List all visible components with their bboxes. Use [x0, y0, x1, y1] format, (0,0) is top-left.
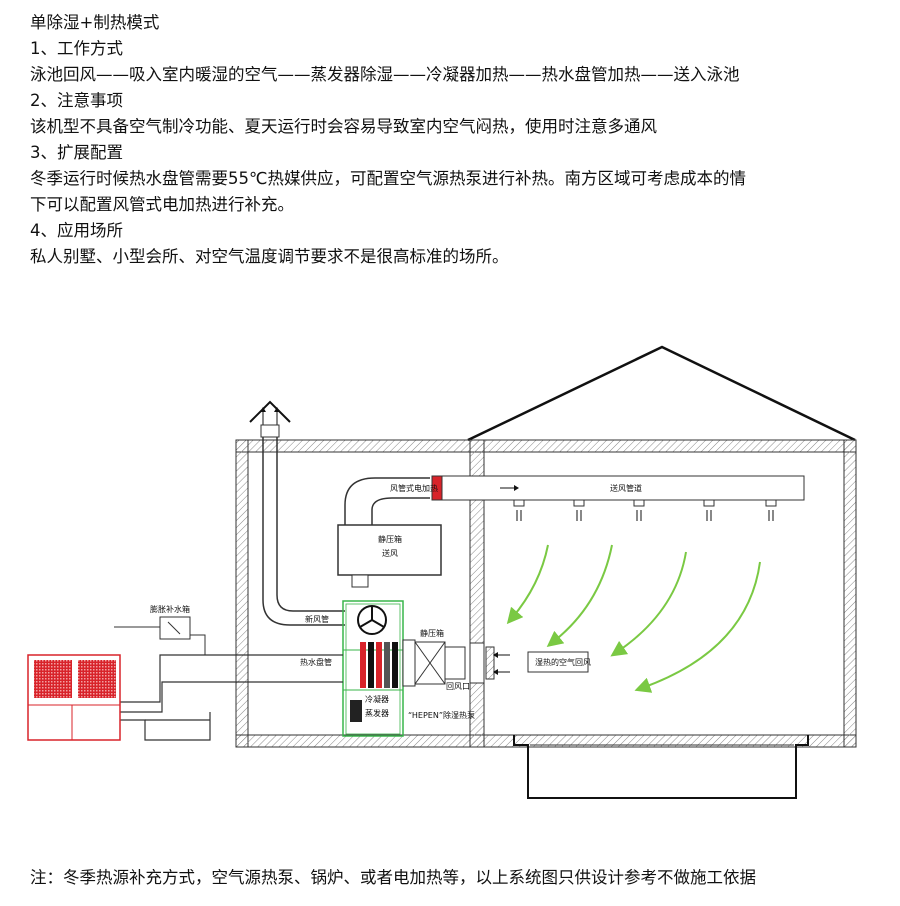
section-heading: 3、扩展配置	[30, 143, 123, 162]
air-source-heat-pump	[27, 654, 121, 741]
section-body: 冬季运行时候热水盘管需要55℃热媒供应，可配置空气源热泵进行补热。南方区域可考虑…	[30, 169, 747, 188]
section-body: 下可以配置风管式电加热进行补充。	[30, 195, 294, 214]
supply-duct-label: 送风管道	[610, 483, 642, 493]
section-heading: 4、应用场所	[30, 221, 123, 240]
supply-duct	[344, 475, 805, 525]
description-text: 单除湿+制热模式 1、工作方式 泳池回风——吸入室内暖湿的空气——蒸发器除湿——…	[30, 10, 890, 270]
exhaust-stack	[249, 400, 345, 626]
plenum-side-label: 静压箱	[420, 628, 444, 638]
condenser-label: 冷凝器	[365, 694, 389, 704]
evaporator-label: 蒸发器	[365, 708, 389, 718]
side-plenum	[402, 639, 466, 687]
return-port-label: 回风口	[446, 682, 470, 691]
fresh-air-duct-label: 新风管	[305, 614, 329, 624]
roof	[467, 345, 856, 442]
unit-name-label: “HEPEN”除湿热泵	[408, 710, 475, 720]
section-body: 泳池回风——吸入室内暖湿的空气——蒸发器除湿——冷凝器加热——热水盘管加热——送…	[30, 65, 740, 84]
airflow-arrows	[506, 544, 761, 693]
plenum-top	[337, 524, 442, 576]
return-air-label: 湿热的空气回风	[535, 657, 591, 667]
pool-basin	[513, 735, 809, 799]
piping	[120, 654, 343, 741]
section-heading: 2、注意事项	[30, 91, 123, 110]
footnote: 注：冬季热源补充方式，空气源热泵、锅炉、或者电加热等，以上系统图只供设计参考不做…	[30, 868, 756, 887]
page-title: 单除湿+制热模式	[30, 13, 160, 32]
expansion-tank-label: 膨胀补水箱	[150, 604, 190, 614]
hot-water-coil-label: 热水盘管	[300, 657, 332, 667]
return-grille	[485, 646, 589, 680]
plenum-top-label: 静压箱	[378, 534, 402, 544]
building-walls	[235, 439, 857, 748]
plenum-top-sub-label: 送风	[382, 548, 398, 558]
section-body: 该机型不具备空气制冷功能、夏天运行时会容易导致室内空气闷热，使用时注意多通风	[30, 117, 657, 136]
duct-heater-label: 风管式电加热	[390, 483, 438, 493]
expansion-tank	[114, 616, 206, 655]
section-heading: 1、工作方式	[30, 39, 123, 58]
section-body: 私人别墅、小型会所、对空气温度调节要求不是很高标准的场所。	[30, 247, 509, 266]
